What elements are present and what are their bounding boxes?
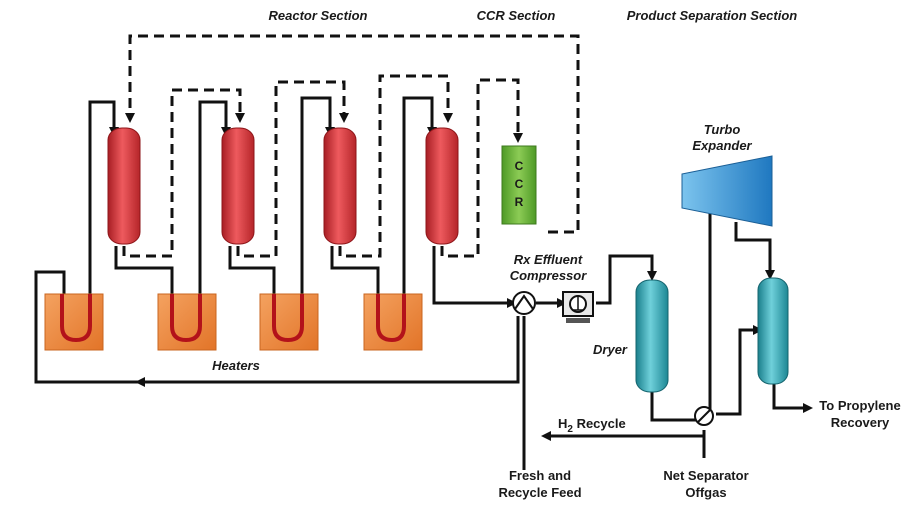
fresh-feed-label-1: Fresh and [509,468,571,483]
product-label-2: Recovery [831,415,890,430]
reactor-4 [425,127,459,245]
heat-exchanger [512,291,536,315]
reactor-section-label: Reactor Section [269,8,368,23]
heaters-label: Heaters [212,358,260,373]
reactor-1 [107,127,141,245]
compressor-label-1: Rx Effluent [514,252,583,267]
reactor-3 [323,127,357,245]
ccr-section-label: CCR Section [477,8,556,23]
turbo-expander [681,155,773,227]
ccr-letter-2: C [515,177,524,191]
fresh-feed-label-2: Recycle Feed [498,485,581,500]
h2-recycle-label: H2 Recycle [558,416,626,435]
separator-junction [694,406,714,426]
offgas-label-1: Net Separator [663,468,748,483]
offgas-label-2: Offgas [685,485,726,500]
reactor-2 [221,127,255,245]
dryer-label: Dryer [593,342,628,357]
reactors [107,127,459,245]
rx-effluent-compressor [562,291,594,323]
separation-column [757,277,789,385]
ccr-regenerator: C C R [501,145,537,225]
heater-2 [157,293,217,351]
catalyst-flow-lines [122,34,580,258]
dryer-vessel [635,279,669,393]
product-separation-section-label: Product Separation Section [627,8,798,23]
heater-3 [259,293,319,351]
heater-1 [44,293,104,351]
ccr-letter-3: R [515,195,524,209]
turbo-expander-label-2: Expander [692,138,752,153]
heaters [44,293,423,351]
ccr-letter-1: C [515,159,524,173]
labels: Reactor Section CCR Section Product Sepa… [212,8,901,500]
product-label-1: To Propylene [819,398,900,413]
turbo-expander-label-1: Turbo [704,122,741,137]
heater-4 [363,293,423,351]
process-flow-lines [34,96,813,470]
compressor-label-2: Compressor [510,268,588,283]
